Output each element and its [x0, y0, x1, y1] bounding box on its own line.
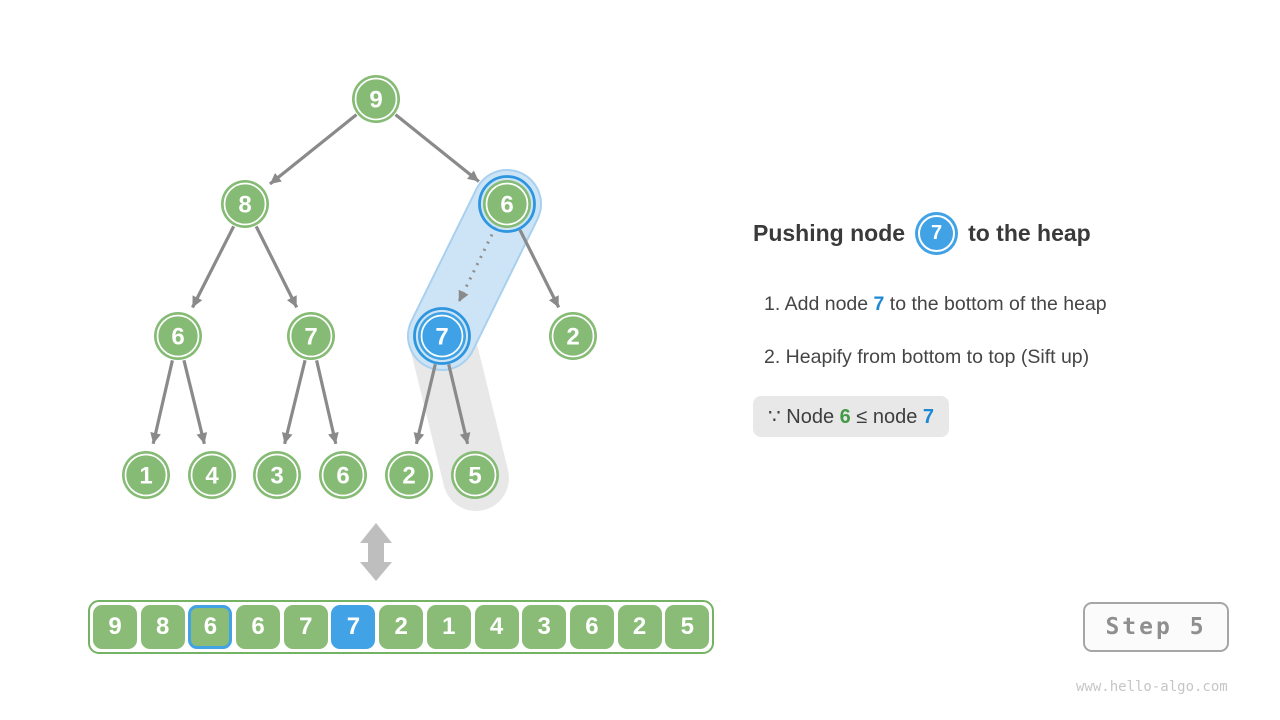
array-cell: 4: [474, 605, 519, 649]
step-item-2: 2. Heapify from bottom to top (Sift up): [764, 346, 1107, 369]
step-list: 1. Add node 7 to the bottom of the heap …: [764, 293, 1107, 399]
step-counter-badge: Step 5: [1083, 602, 1229, 652]
array-cell: 6: [569, 605, 614, 649]
text-segment: to the bottom of the heap: [884, 293, 1107, 315]
text-segment: 6: [839, 406, 851, 428]
text-segment: ∵ Node: [768, 406, 840, 428]
tree-node: 6: [319, 451, 367, 499]
array-cell: 2: [379, 605, 424, 649]
swap-arrow-icon: [360, 523, 392, 581]
array-cell: 7: [283, 605, 328, 649]
svg-text:3: 3: [270, 463, 283, 490]
svg-text:2: 2: [402, 463, 415, 490]
tree-node: 9: [352, 75, 400, 123]
tree-node: 6: [478, 175, 536, 233]
step-item-1: 1. Add node 7 to the bottom of the heap: [764, 293, 1107, 316]
tree-node: 4: [188, 451, 236, 499]
svg-text:6: 6: [336, 463, 349, 490]
svg-text:2: 2: [566, 324, 579, 351]
svg-text:7: 7: [304, 324, 317, 351]
svg-text:5: 5: [468, 463, 481, 490]
array-cell: 6: [188, 605, 233, 649]
node-7-badge: 7: [918, 214, 956, 252]
tree-node: 1: [122, 451, 170, 499]
text-segment: 2. Heapify from bottom to top (Sift up): [764, 346, 1090, 368]
tree-node: 3: [253, 451, 301, 499]
tree-node: 2: [385, 451, 433, 499]
sift-up-dotted-arrow: [457, 226, 497, 303]
tree-node: 7: [413, 307, 471, 365]
tree-node: 2: [549, 312, 597, 360]
tree-node: 6: [154, 312, 202, 360]
svg-text:1: 1: [139, 463, 152, 490]
text-segment: 7: [873, 293, 885, 315]
text-segment: 7: [922, 406, 935, 428]
svg-text:9: 9: [369, 87, 382, 114]
reason-note: ∵ Node 6 ≤ node 7: [753, 396, 950, 437]
heap-tree-diagram: 9 8 6 6 7 7 2 1 4 3 6 2 5: [122, 75, 597, 581]
text-segment: ≤ node: [850, 406, 923, 428]
title-post: to the heap: [968, 219, 1091, 246]
title-pre: Pushing node: [753, 219, 906, 246]
svg-text:8: 8: [238, 192, 251, 219]
svg-text:7: 7: [435, 324, 448, 351]
array-cell: 6: [236, 605, 281, 649]
tree-node: 8: [221, 180, 269, 228]
array-cell: 2: [617, 605, 662, 649]
array-cell: 1: [426, 605, 471, 649]
tree-nodes: 9 8 6 6 7 7 2 1 4 3 6 2 5: [122, 75, 597, 499]
tree-edges: [150, 113, 561, 445]
array-cell: 8: [140, 605, 185, 649]
watermark-url: www.hello-algo.com: [1076, 679, 1228, 695]
array-cell: 5: [665, 605, 710, 649]
array-cell: 7: [331, 605, 376, 649]
array-cell: 9: [93, 605, 137, 649]
tree-node: 7: [287, 312, 335, 360]
text-segment: 1. Add node: [764, 293, 874, 315]
svg-text:4: 4: [205, 463, 219, 490]
array-cell: 3: [522, 605, 567, 649]
tree-node: 5: [451, 451, 499, 499]
svg-text:6: 6: [500, 192, 513, 219]
svg-text:6: 6: [171, 324, 184, 351]
panel-title: Pushing node 7 to the heap: [753, 211, 1091, 255]
